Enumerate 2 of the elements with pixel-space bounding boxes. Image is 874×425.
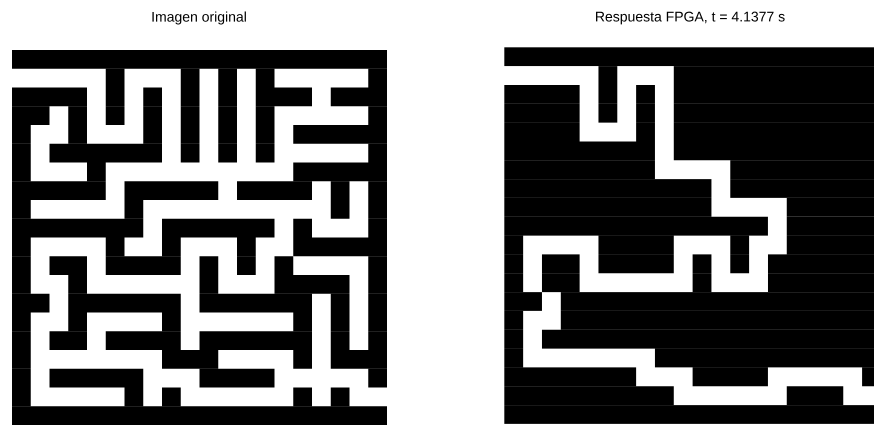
- panel-title: Respuesta FPGA, t = 4.1377 s: [596, 12, 785, 24]
- panel-title: Imagen original: [152, 11, 246, 25]
